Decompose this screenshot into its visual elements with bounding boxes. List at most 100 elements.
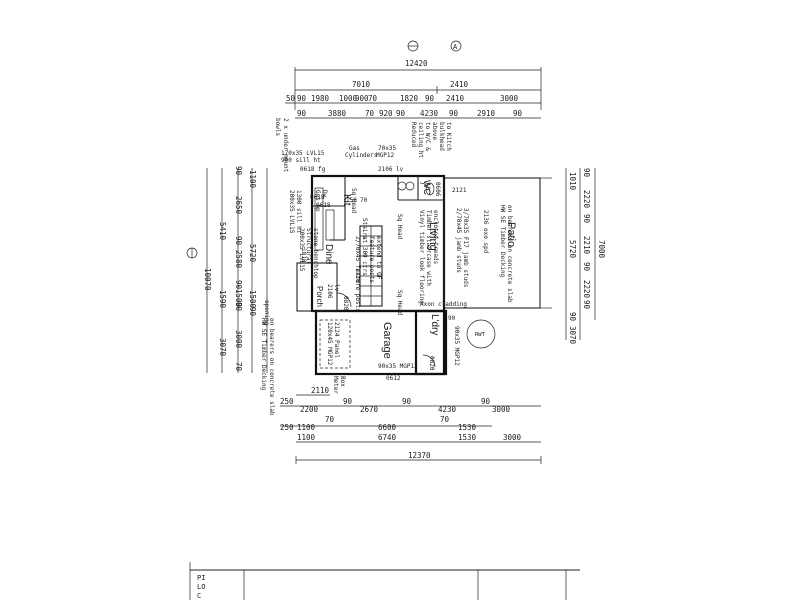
svg-text:2121: 2121	[452, 187, 467, 194]
svg-text:stone benchtop: stone benchtop	[312, 228, 319, 279]
dim-right-r2-3: 3070	[568, 326, 577, 345]
svg-text:200x35 LVL15: 200x35 LVL15	[298, 228, 305, 272]
dim-left-r2-7: 3000	[234, 330, 243, 349]
dim-top-r2-7: 90	[425, 94, 435, 103]
svg-text:enclosed treads: enclosed treads	[432, 210, 439, 265]
dim-right-r2-1: 5720	[568, 240, 577, 259]
svg-text:2 x under mount: 2 x under mount	[282, 118, 289, 173]
dim-bottom-r3-0: 250	[280, 423, 294, 432]
svg-text:opening: opening	[263, 300, 270, 326]
dim-bottom-r3-4: 70	[440, 415, 450, 424]
dim-top-r2-3: 1000	[339, 94, 358, 103]
rwt-label: RWT	[475, 332, 486, 338]
svg-text:0606: 0606	[434, 182, 441, 197]
dim-left-r2-3: 2580	[234, 250, 243, 269]
svg-text:Sq Head: Sq Head	[396, 290, 403, 316]
dim-right-r2-0: 1010	[568, 172, 577, 191]
dim-bottom-r1-0: 2110	[311, 386, 330, 395]
room-wc-label: WC	[422, 180, 432, 195]
svg-text:to Kitch: to Kitch	[445, 122, 452, 151]
title-block-line-3: C	[197, 592, 201, 600]
note-jamb-studs: 2/70x45 jamb studs 3/70x35 F17 jamb stud…	[455, 208, 469, 288]
svg-text:2/70x45 feature posts: 2/70x45 feature posts	[354, 236, 361, 312]
title-block-line-2: LO	[197, 583, 205, 591]
dim-right-r1-3: 2210	[582, 236, 591, 255]
dim-left-r1-2: 3070	[218, 338, 227, 357]
dim-left-r1-1: 1590	[218, 290, 227, 309]
room-ldry: L'dry	[429, 314, 440, 335]
dim-top-r3-3: 920	[379, 109, 393, 118]
svg-text:feature posts: feature posts	[368, 236, 375, 283]
svg-text:0618: 0618	[310, 194, 325, 201]
svg-text:Reduced: Reduced	[410, 122, 417, 148]
room-patio: Patio	[505, 222, 517, 247]
svg-text:Meter: Meter	[332, 376, 339, 394]
svg-text:ceiling ht: ceiling ht	[417, 122, 424, 159]
dim-top-r2-5: 70	[368, 94, 378, 103]
dim-right-r1-2: 90	[582, 214, 591, 224]
dimensions-top: 12420 7010 2410 50 90 1980 1000 900 70 1…	[285, 59, 542, 119]
dim-bottom-r2-5: 4230	[438, 405, 457, 414]
dim-left-overall: 10070	[203, 268, 212, 291]
room-porch: Porch	[315, 286, 324, 307]
svg-text:HW SE Timber Decking: HW SE Timber Decking	[499, 205, 506, 278]
dimensions-right: 7000 90 2220 90 2210 90 2220 90 1010 572…	[565, 168, 606, 345]
dim-bottom-r3-2: 70	[325, 415, 335, 424]
room-porch-label: Porch	[315, 286, 324, 307]
svg-text:Gas hp: Gas hp	[314, 190, 321, 212]
building-walls: RWT	[296, 174, 552, 376]
note-reduced-ceiling: Reduced ceiling ht to W/C & above bulkhe…	[410, 122, 452, 159]
dim-top-r3-7: 2910	[477, 109, 496, 118]
room-dine: Dine	[323, 244, 334, 265]
note-garage-beam: 90x35 MGP12	[378, 363, 418, 370]
dim-bottom-r2-0: 250	[280, 397, 294, 406]
svg-text:0618 fg: 0618 fg	[300, 166, 326, 173]
dim-bottom-r2-7: 3000	[492, 405, 511, 414]
dim-left-r1-0: 5410	[218, 222, 227, 241]
svg-text:170x35 LVL15: 170x35 LVL15	[281, 150, 325, 157]
dim-bottom-r2-1: 2200	[300, 405, 319, 414]
dim-right-r1-4: 90	[582, 262, 591, 272]
svg-text:1720: 1720	[354, 268, 361, 283]
dimensions-left: 10070 5410 1590 3070 90 2650 90 2580 90 …	[203, 166, 270, 373]
section-marker-a-label: A	[453, 43, 458, 51]
svg-text:3/70x35 F17 jamb studs: 3/70x35 F17 jamb studs	[462, 208, 469, 288]
dim-bottom-r4-3: 3000	[503, 433, 522, 442]
dim-top-r3-6: 90	[449, 109, 459, 118]
dim-bottom-r3-3: 6600	[378, 423, 397, 432]
dim-top-r2-1: 90	[297, 94, 307, 103]
room-wc: WC	[422, 180, 432, 195]
dim-top-r2-4: 900	[355, 94, 369, 103]
dim-top-r1-1: 2410	[450, 80, 469, 89]
svg-text:90: 90	[448, 315, 456, 322]
title-block-line-1: PI	[197, 574, 205, 582]
note-living-floor: Vinyl timber look flooring Timber stairc…	[418, 210, 439, 304]
svg-text:2/70x45 jamb studs: 2/70x45 jamb studs	[455, 208, 462, 273]
dim-left-r3-1: 5720	[248, 244, 257, 263]
svg-text:on bearers on concrete slab: on bearers on concrete slab	[506, 205, 513, 303]
svg-text:0618: 0618	[316, 202, 331, 209]
room-kit: Kit	[341, 194, 352, 206]
svg-text:lv: lv	[333, 284, 340, 292]
svg-text:Structural: Structural	[305, 228, 312, 265]
dim-left-r2-2: 90	[234, 236, 243, 246]
svg-text:900 sill ht: 900 sill ht	[281, 157, 321, 164]
room-living: Living	[427, 222, 439, 251]
dim-left-r2-8: 70	[234, 362, 243, 372]
room-ldry-label: L'dry	[429, 314, 440, 335]
dim-bottom-r2-2: 90	[343, 397, 353, 406]
svg-text:Sq Head: Sq Head	[350, 188, 357, 214]
note-garage-door: 0612	[386, 375, 401, 382]
svg-text:HW SE Timber Decking: HW SE Timber Decking	[260, 318, 267, 391]
svg-text:1300 sill ht: 1300 sill ht	[295, 190, 302, 234]
dim-right-r1-6: 90	[582, 300, 591, 310]
title-block: PI LO C	[189, 562, 580, 600]
svg-text:90x35 MGP12: 90x35 MGP12	[453, 326, 460, 366]
svg-text:Cylinders: Cylinders	[345, 152, 378, 159]
svg-text:at 300 ctrs: at 300 ctrs	[361, 236, 368, 276]
svg-text:150: 150	[346, 197, 357, 204]
svg-text:Box: Box	[339, 376, 346, 387]
dimensions-bottom: 2110 250 2200 90 2670 90 4230 90 3000 25…	[280, 386, 542, 464]
